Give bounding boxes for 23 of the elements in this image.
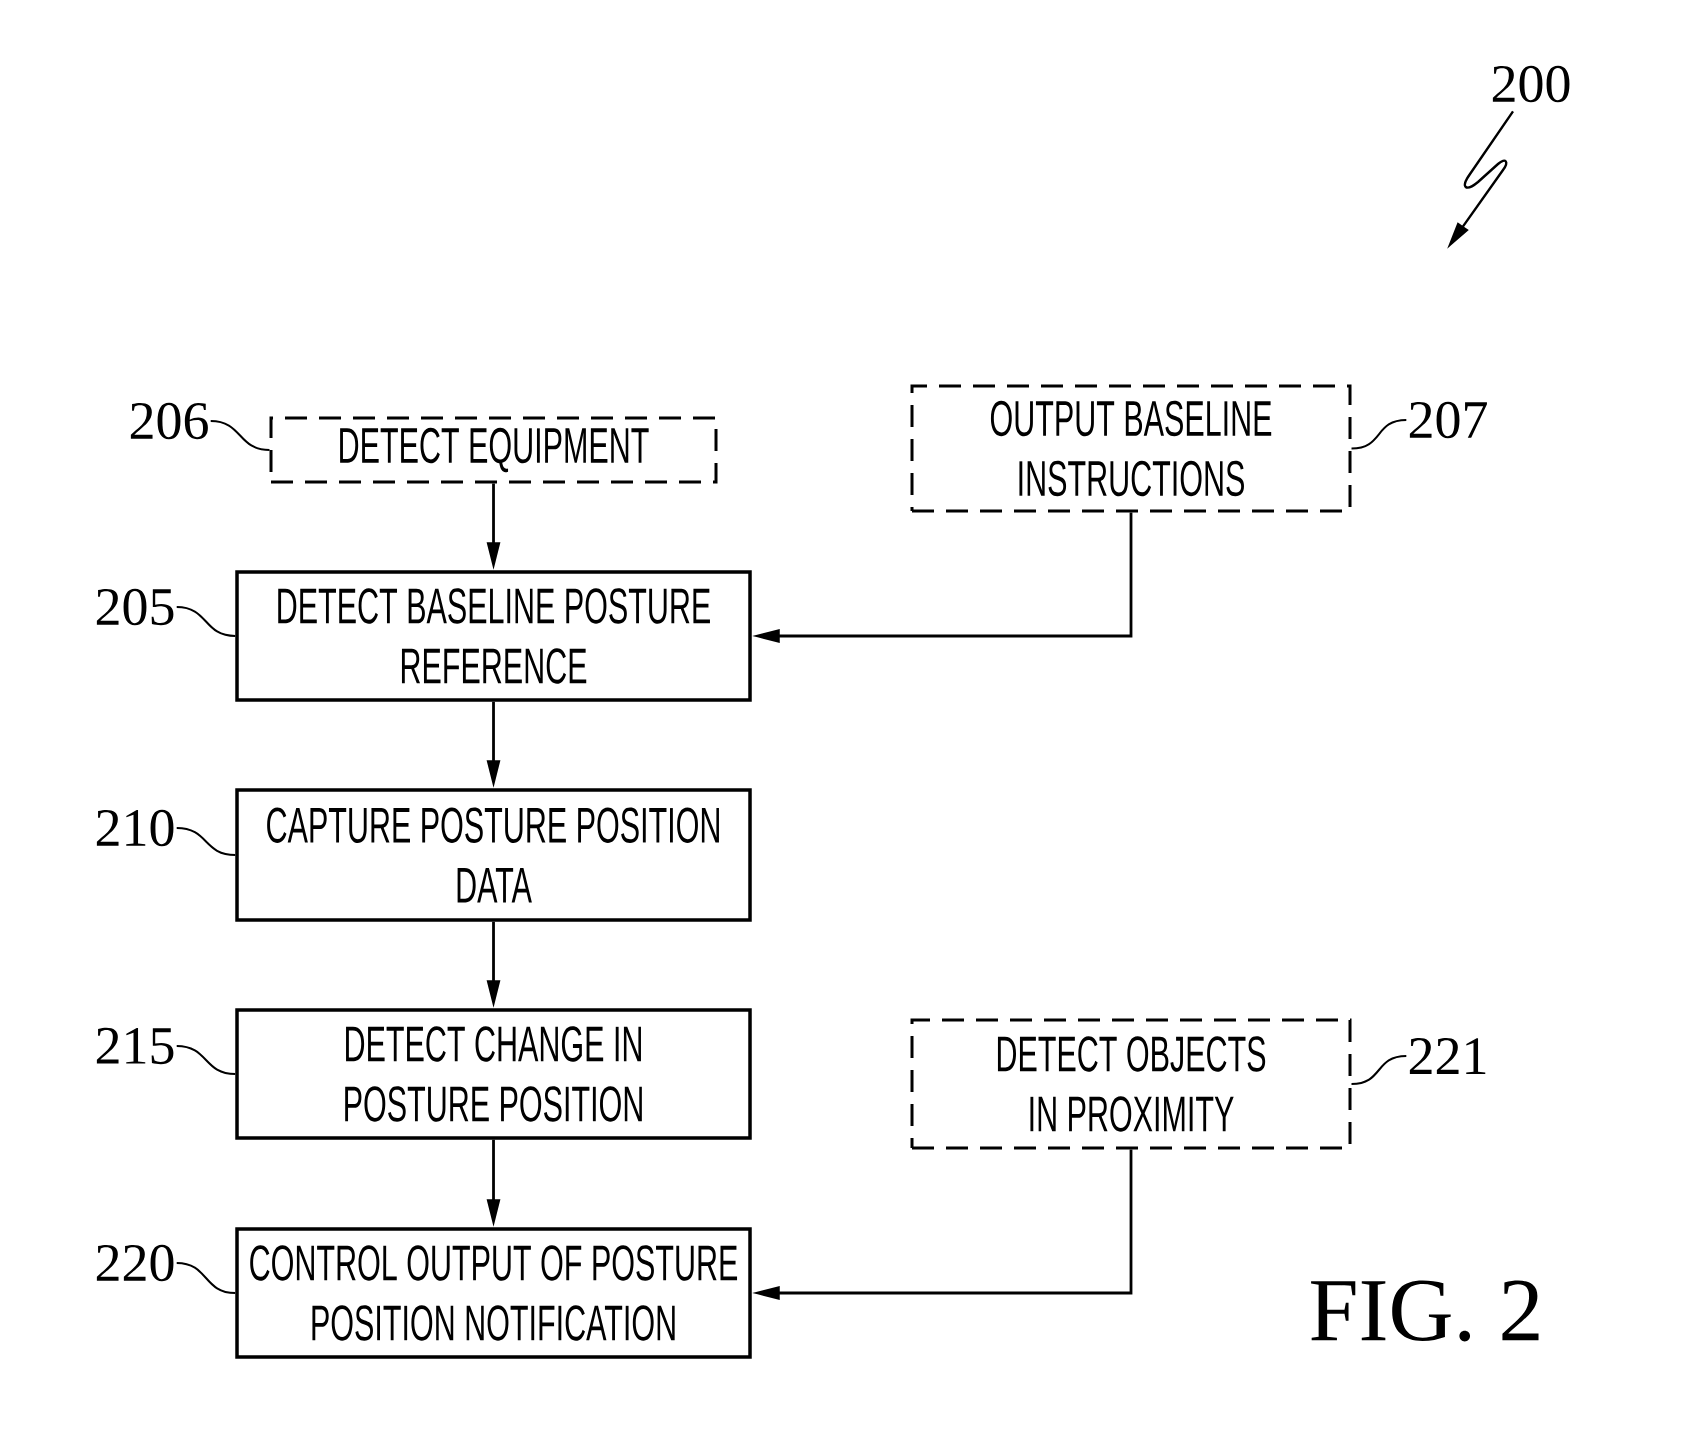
process-box: DETECT CHANGE IN POSTURE POSITION xyxy=(235,1008,752,1140)
leader-line xyxy=(175,606,237,637)
reference-number: 207 xyxy=(1409,401,1487,439)
leader-line xyxy=(1350,1055,1408,1085)
dashed-process-box: DETECT OBJECTS IN PROXIMITY xyxy=(910,1018,1352,1150)
dashed-process-box: DETECT EQUIPMENT xyxy=(269,416,718,484)
process-box: DETECT BASELINE POSTURE REFERENCE xyxy=(235,570,752,702)
leader-line xyxy=(1350,419,1408,450)
leader-line xyxy=(175,827,237,856)
reference-number: 210 xyxy=(96,809,174,847)
reference-number: 206 xyxy=(130,402,208,440)
reference-number: 200 xyxy=(1492,65,1570,103)
process-box: CAPTURE POSTURE POSITION DATA xyxy=(235,788,752,922)
leader-line xyxy=(175,1045,237,1075)
figure-label: FIG. 2 xyxy=(1311,1280,1539,1342)
reference-number: 220 xyxy=(96,1244,174,1282)
reference-number: 205 xyxy=(96,588,174,626)
reference-number: 221 xyxy=(1409,1038,1486,1074)
reference-number: 215 xyxy=(96,1027,174,1065)
leader-line xyxy=(209,420,271,451)
leader-line xyxy=(175,1262,237,1294)
dashed-process-box: OUTPUT BASELINE INSTRUCTIONS xyxy=(910,384,1352,513)
process-box: CONTROL OUTPUT OF POSTURE POSITION NOTIFICATION xyxy=(235,1227,752,1359)
